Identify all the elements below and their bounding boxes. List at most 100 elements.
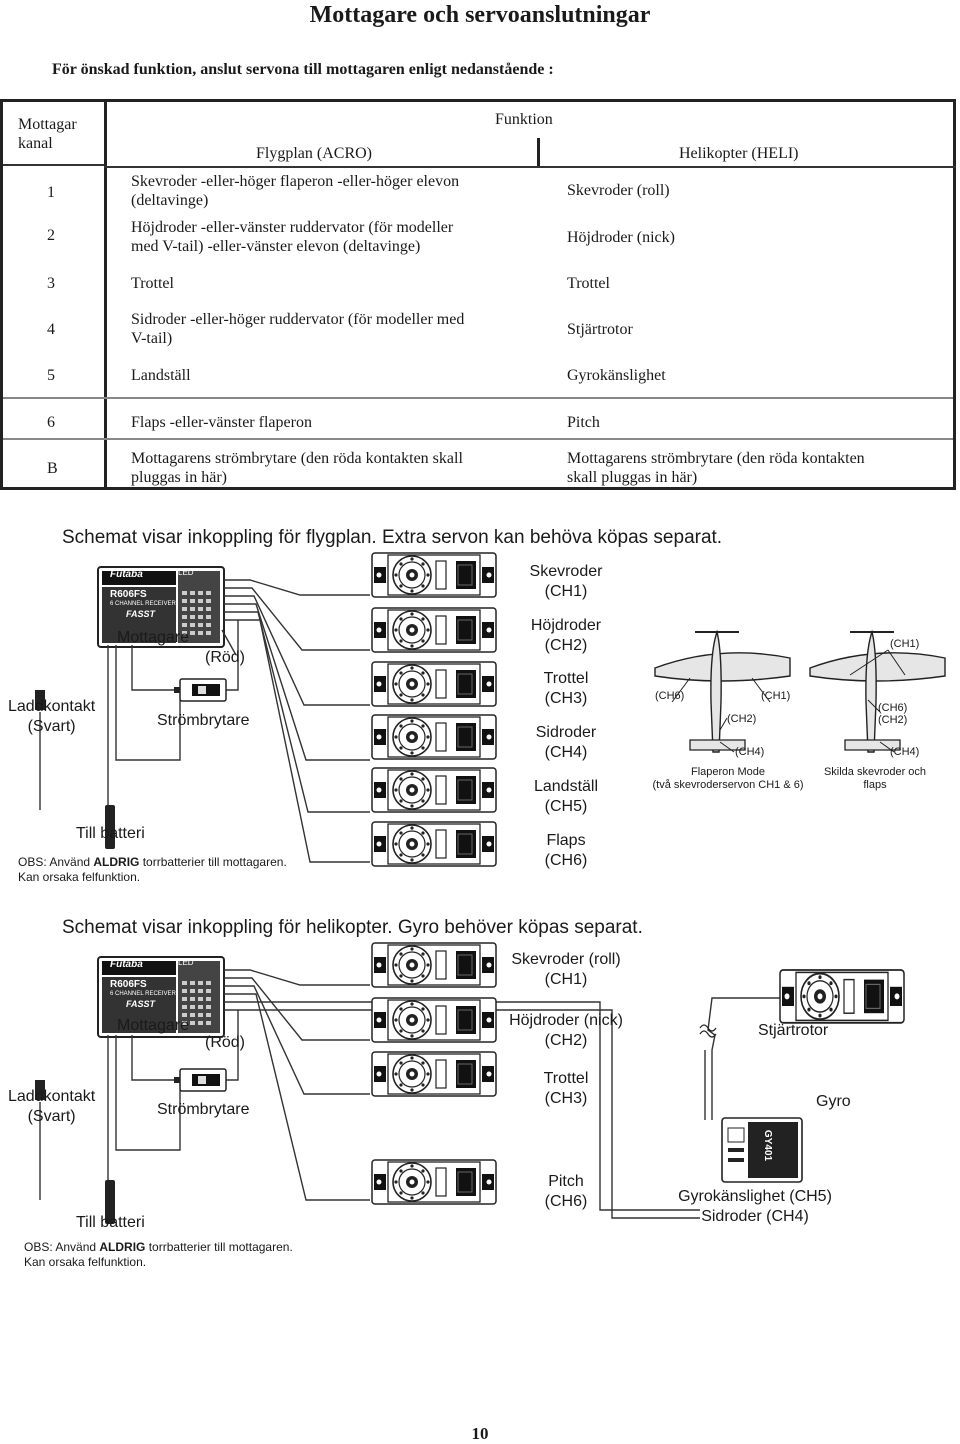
row-ch: 3 [47, 275, 55, 292]
row-acro: Höjdroder -eller-vänster ruddervator (fö… [131, 219, 454, 255]
table-divider-heading [537, 138, 540, 166]
switch-label: Strömbrytare [157, 1101, 250, 1118]
plane2-ch4: (CH4) [890, 746, 920, 758]
receiver-brand: Futaba [110, 569, 143, 580]
receiver-sub: 6 CHANNEL RECEIVER [110, 991, 176, 997]
row-acro: Skevroder -eller-höger flaperon -eller-h… [131, 173, 460, 209]
airplane-heading: Schemat visar inkoppling för flygplan. E… [62, 527, 723, 548]
charge-jack-label: Laddkontakt(Svart) [8, 1088, 96, 1125]
red-connector-label: (Röd) [205, 1034, 246, 1051]
table-header-rule-left [3, 164, 104, 166]
row-heli: Pitch [567, 414, 600, 431]
battery-warning: OBS: Använd ALDRIG torrbatterier till mo… [18, 855, 287, 884]
servo-label: Pitch(CH6) [544, 1173, 588, 1210]
servo-ch3 [371, 661, 497, 707]
plane2-caption: Skilda skevroder och flaps [823, 766, 927, 791]
col-heli-header: Helikopter (HELI) [679, 145, 799, 162]
table-divider-col1 [104, 99, 107, 490]
row-heli: Mottagarens strömbrytare (den röda konta… [567, 450, 865, 486]
switch-label: Strömbrytare [157, 712, 250, 729]
receiver-label: Mottagare [117, 1017, 190, 1034]
row-acro: Flaps -eller-vänster flaperon [131, 414, 312, 431]
servo-heli-ch2 [371, 997, 497, 1043]
col-function-header: Funktion [495, 111, 553, 128]
servo-label: Trottel(CH3) [543, 1070, 589, 1107]
row-ch: B [47, 460, 58, 477]
servo-ch4 [371, 714, 497, 760]
servo-label: Skevroder (roll)(CH1) [511, 951, 621, 988]
col-acro-header: Flygplan (ACRO) [256, 145, 372, 162]
row-acro: Sidroder -eller-höger ruddervator (för m… [131, 311, 465, 347]
plane1-caption: Flaperon Mode(två skevroderservon CH1 & … [652, 766, 804, 791]
receiver-model: R606FS [110, 589, 147, 600]
row-heli: Stjärtrotor [567, 321, 633, 338]
battery-warning: OBS: Använd ALDRIG torrbatterier till mo… [24, 1240, 293, 1269]
servo-label: Skevroder(CH1) [529, 563, 603, 600]
plane2-ch6: (CH6) [878, 702, 908, 714]
servo-table [0, 99, 956, 490]
servo-heli-ch1 [371, 942, 497, 988]
table-row-rule [3, 438, 953, 440]
charge-jack-label: Laddkontakt(Svart) [8, 698, 96, 735]
plane1-ch4: (CH4) [735, 746, 765, 758]
gyro-unit [721, 1117, 803, 1183]
servo-ch1 [371, 552, 497, 598]
servo-heli-ch6 [371, 1159, 497, 1205]
receiver-label: Mottagare [117, 629, 190, 646]
receiver-brand: Futaba [110, 959, 143, 970]
battery-label: Till batteri [76, 1214, 145, 1231]
row-ch: 2 [47, 227, 55, 244]
gyro-label: Gyro [816, 1093, 851, 1110]
receiver-fasst: FASST [126, 999, 156, 1009]
page-title: Mottagare och servoanslutningar [309, 2, 651, 28]
switch-airplane [173, 678, 227, 702]
servo-tail [779, 969, 905, 1024]
plane2-ch2: (CH2) [878, 714, 908, 726]
servo-wires-airplane [39, 579, 370, 863]
tail-rotor-label: Stjärtrotor [758, 1022, 829, 1039]
row-ch: 6 [47, 414, 55, 431]
gyro-model: GY401 [762, 1129, 774, 1162]
red-connector-label: (Röd) [205, 649, 246, 666]
servo-label: Höjdroder (nick)(CH2) [509, 1012, 623, 1049]
row-acro: Landställ [131, 367, 191, 384]
plane2-ch1: (CH1) [890, 638, 920, 650]
gyro-wiring-label: Gyrokänslighet (CH5)Sidroder (CH4) [678, 1188, 832, 1225]
row-acro: Trottel [131, 275, 174, 292]
row-heli: Skevroder (roll) [567, 182, 670, 199]
page-number: 10 [471, 1424, 489, 1443]
receiver-sub: 6 CHANNEL RECEIVER [110, 601, 176, 607]
servo-label: Trottel(CH3) [543, 670, 589, 707]
receiver-model: R606FS [110, 979, 147, 990]
servo-heli-ch3 [371, 1051, 497, 1097]
servo-ch6 [371, 821, 497, 867]
servo-ch2 [371, 607, 497, 653]
plane1-ch1: (CH1) [761, 690, 791, 702]
battery-label: Till batteri [76, 825, 145, 842]
row-ch: 5 [47, 367, 55, 384]
table-header-rule [104, 166, 956, 168]
heli-heading: Schemat visar inkoppling för helikopter.… [62, 917, 643, 938]
servo-label: Landställ(CH5) [533, 778, 599, 815]
servo-label: Flaps(CH6) [544, 832, 588, 869]
intro-text: För önskad funktion, anslut servona till… [52, 61, 554, 78]
plane-separate [809, 631, 946, 753]
receiver-fasst: FASST [126, 609, 156, 619]
servo-label: Höjdroder(CH2) [530, 617, 602, 654]
row-ch: 1 [47, 184, 55, 201]
row-heli: Höjdroder (nick) [567, 229, 675, 246]
receiver-led-label: LED [178, 568, 194, 577]
row-heli: Trottel [567, 275, 610, 292]
servo-label: Sidroder(CH4) [535, 724, 597, 761]
servo-ch5 [371, 767, 497, 813]
plane1-ch6: (CH6) [655, 690, 685, 702]
row-heli: Gyrokänslighet [567, 367, 666, 384]
row-acro: Mottagarens strömbrytare (den röda konta… [131, 450, 463, 486]
receiver-led-label: LED [178, 958, 194, 967]
plane1-ch2: (CH2) [727, 713, 757, 725]
row-ch: 4 [47, 321, 55, 338]
switch-heli [173, 1068, 227, 1092]
table-row-rule [3, 397, 953, 399]
